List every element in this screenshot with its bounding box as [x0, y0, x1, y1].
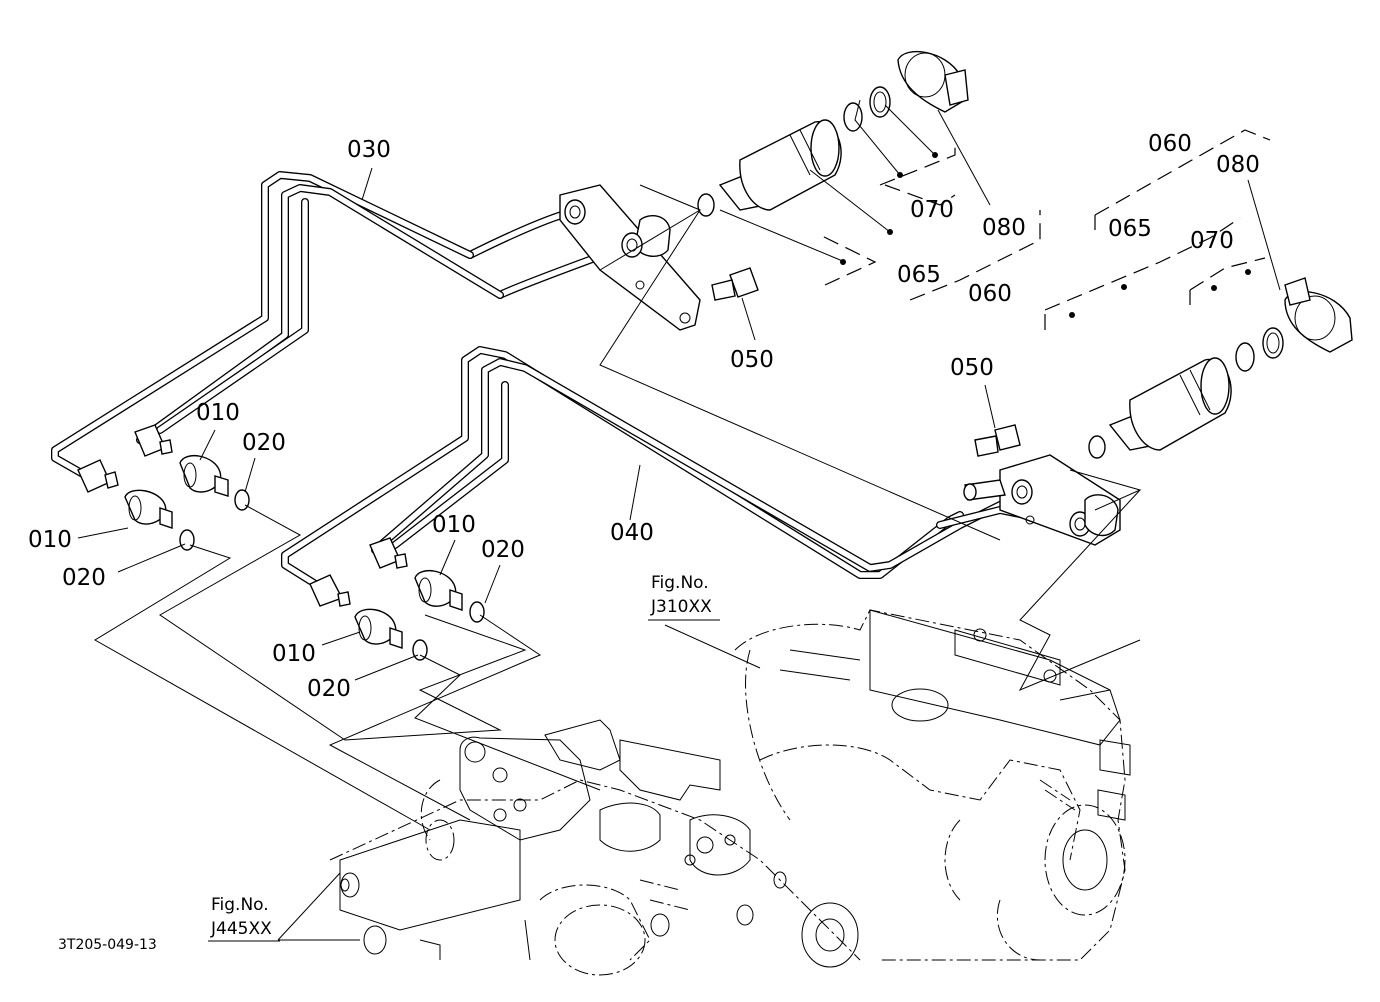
label-010-b: 010	[28, 527, 72, 553]
plug-050-a	[711, 267, 759, 301]
label-010-c: 010	[432, 512, 476, 538]
label-080-b: 080	[1216, 152, 1260, 178]
label-030: 030	[347, 137, 391, 163]
assembly-guide-lines	[94, 99, 1142, 831]
transmission-housing	[734, 609, 1131, 961]
label-010-a: 010	[196, 400, 240, 426]
fitting-010-d	[369, 537, 463, 611]
hydraulic-valve-housing	[329, 719, 861, 976]
label-020-c: 020	[481, 537, 525, 563]
label-065-a: 065	[897, 262, 941, 288]
label-060-b: 060	[1148, 131, 1192, 157]
pipe-bracket-040	[963, 454, 1121, 546]
label-065-b: 065	[1108, 216, 1152, 242]
label-020-b: 020	[62, 565, 106, 591]
plug-050-b	[974, 424, 1021, 457]
fitting-010-b	[134, 424, 229, 497]
coupler-065-a	[697, 119, 842, 217]
clamp-080-b	[1284, 277, 1353, 353]
coupler-065-b	[1088, 357, 1232, 459]
fitting-010-a	[77, 459, 173, 529]
diagram-code: 3T205-049-13	[58, 937, 157, 953]
label-020-a: 020	[242, 430, 286, 456]
pipe-bracket-030	[559, 184, 701, 331]
figure-references: Fig.No. J310XX Fig.No. J445XX	[208, 573, 720, 942]
fig-ref-2-prefix: Fig.No.	[211, 895, 269, 915]
leader-lines	[77, 109, 1281, 941]
label-040: 040	[610, 520, 654, 546]
label-060-a: 060	[968, 281, 1012, 307]
label-050-b: 050	[950, 355, 994, 381]
label-050-a: 050	[730, 347, 774, 373]
fig-ref-2-code: J445XX	[210, 919, 272, 939]
fig-ref-1-prefix: Fig.No.	[651, 573, 709, 593]
fig-ref-1-code: J310XX	[650, 597, 712, 617]
label-080-a: 080	[982, 215, 1026, 241]
label-070-a: 070	[910, 197, 954, 223]
rings-070	[843, 86, 1284, 372]
group-brackets	[819, 129, 1271, 330]
pipe-030	[51, 171, 634, 482]
label-020-d: 020	[307, 676, 351, 702]
pipe-040	[281, 346, 1079, 594]
label-010-d: 010	[272, 641, 316, 667]
clamp-080-a	[897, 50, 969, 113]
label-070-b: 070	[1190, 228, 1234, 254]
part-labels: 030 040 010 020 010 020 010 020 010 020 …	[28, 131, 1260, 702]
fitting-010-c	[309, 574, 403, 649]
